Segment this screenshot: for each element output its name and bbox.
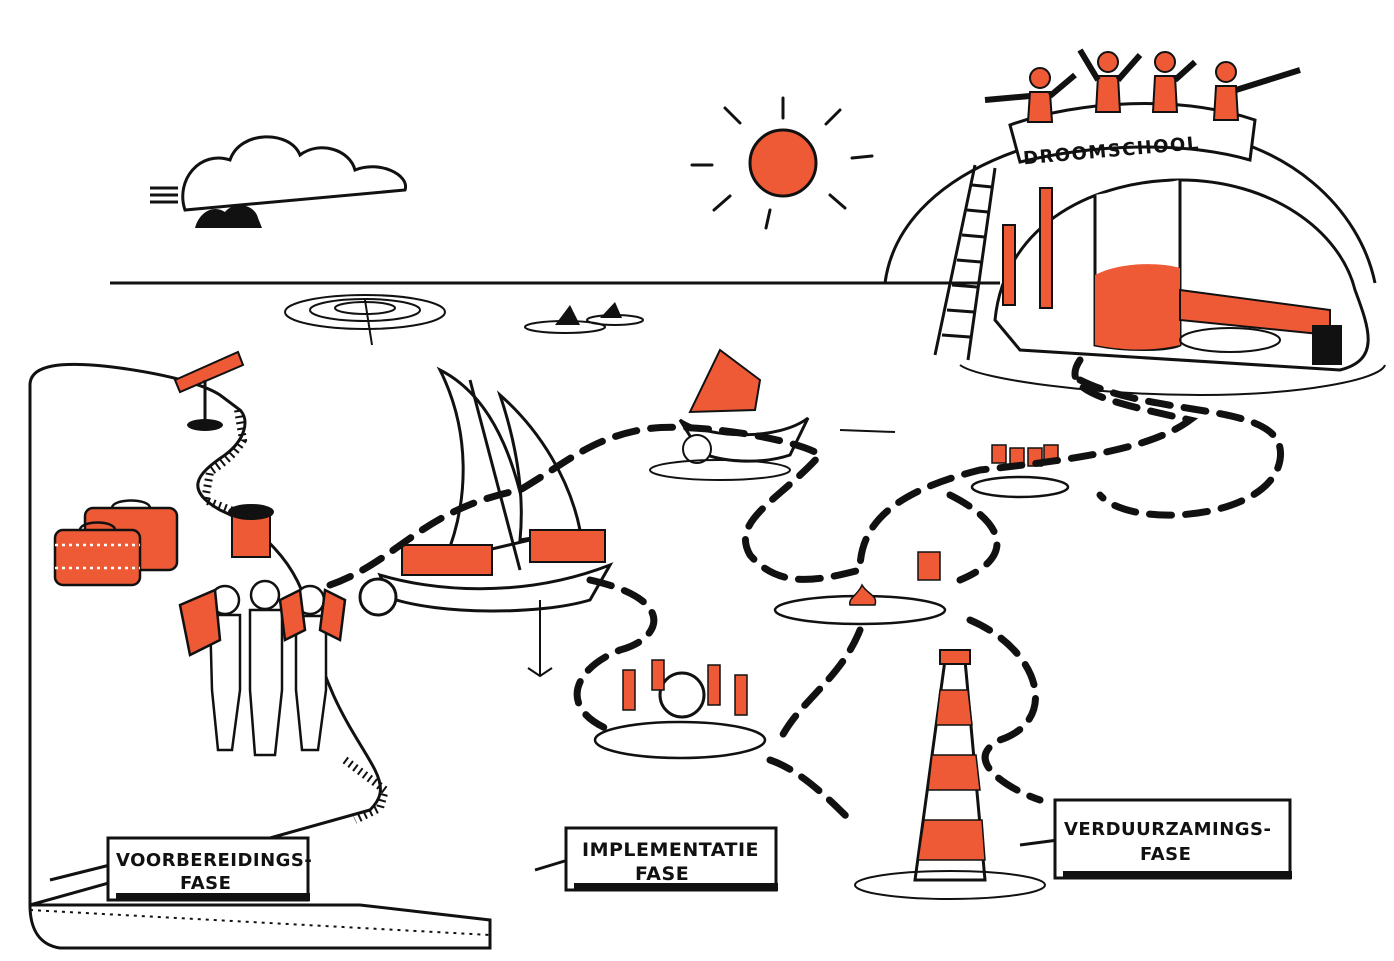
suitcase-icon (53, 499, 179, 587)
phase-label-voorbereiding (49, 836, 310, 902)
collaboration-island (593, 659, 767, 760)
bollard-icon (228, 504, 274, 558)
people-group (178, 579, 347, 757)
telescope-icon (173, 350, 245, 431)
phase-2-line1: IMPLEMENTATIE (582, 839, 759, 861)
dream-school (883, 48, 1386, 397)
sailboat (358, 366, 614, 678)
dark-cloud-icon (195, 205, 262, 228)
red-sail-boat (649, 348, 896, 481)
lighthouse-icon (854, 649, 1046, 900)
phase-3-line2: FASE (1140, 844, 1191, 865)
journey-path (326, 356, 1284, 824)
phase-3-line1: VERDUURZAMINGS- (1064, 819, 1272, 840)
phase-1-line2: FASE (180, 873, 231, 894)
cloud-icon (150, 135, 407, 212)
campfire-island (773, 551, 947, 626)
phase-1-line1: VOORBEREIDINGS- (116, 850, 312, 871)
shark-fins-icon (524, 302, 644, 334)
phase-label-implementatie (534, 826, 778, 892)
phase-label-verduurzaming (1019, 798, 1292, 880)
island-chairs (970, 444, 1070, 499)
sun-icon (690, 96, 874, 230)
whirlpool-icon (284, 294, 446, 346)
phase-2-line2: FASE (635, 863, 689, 885)
